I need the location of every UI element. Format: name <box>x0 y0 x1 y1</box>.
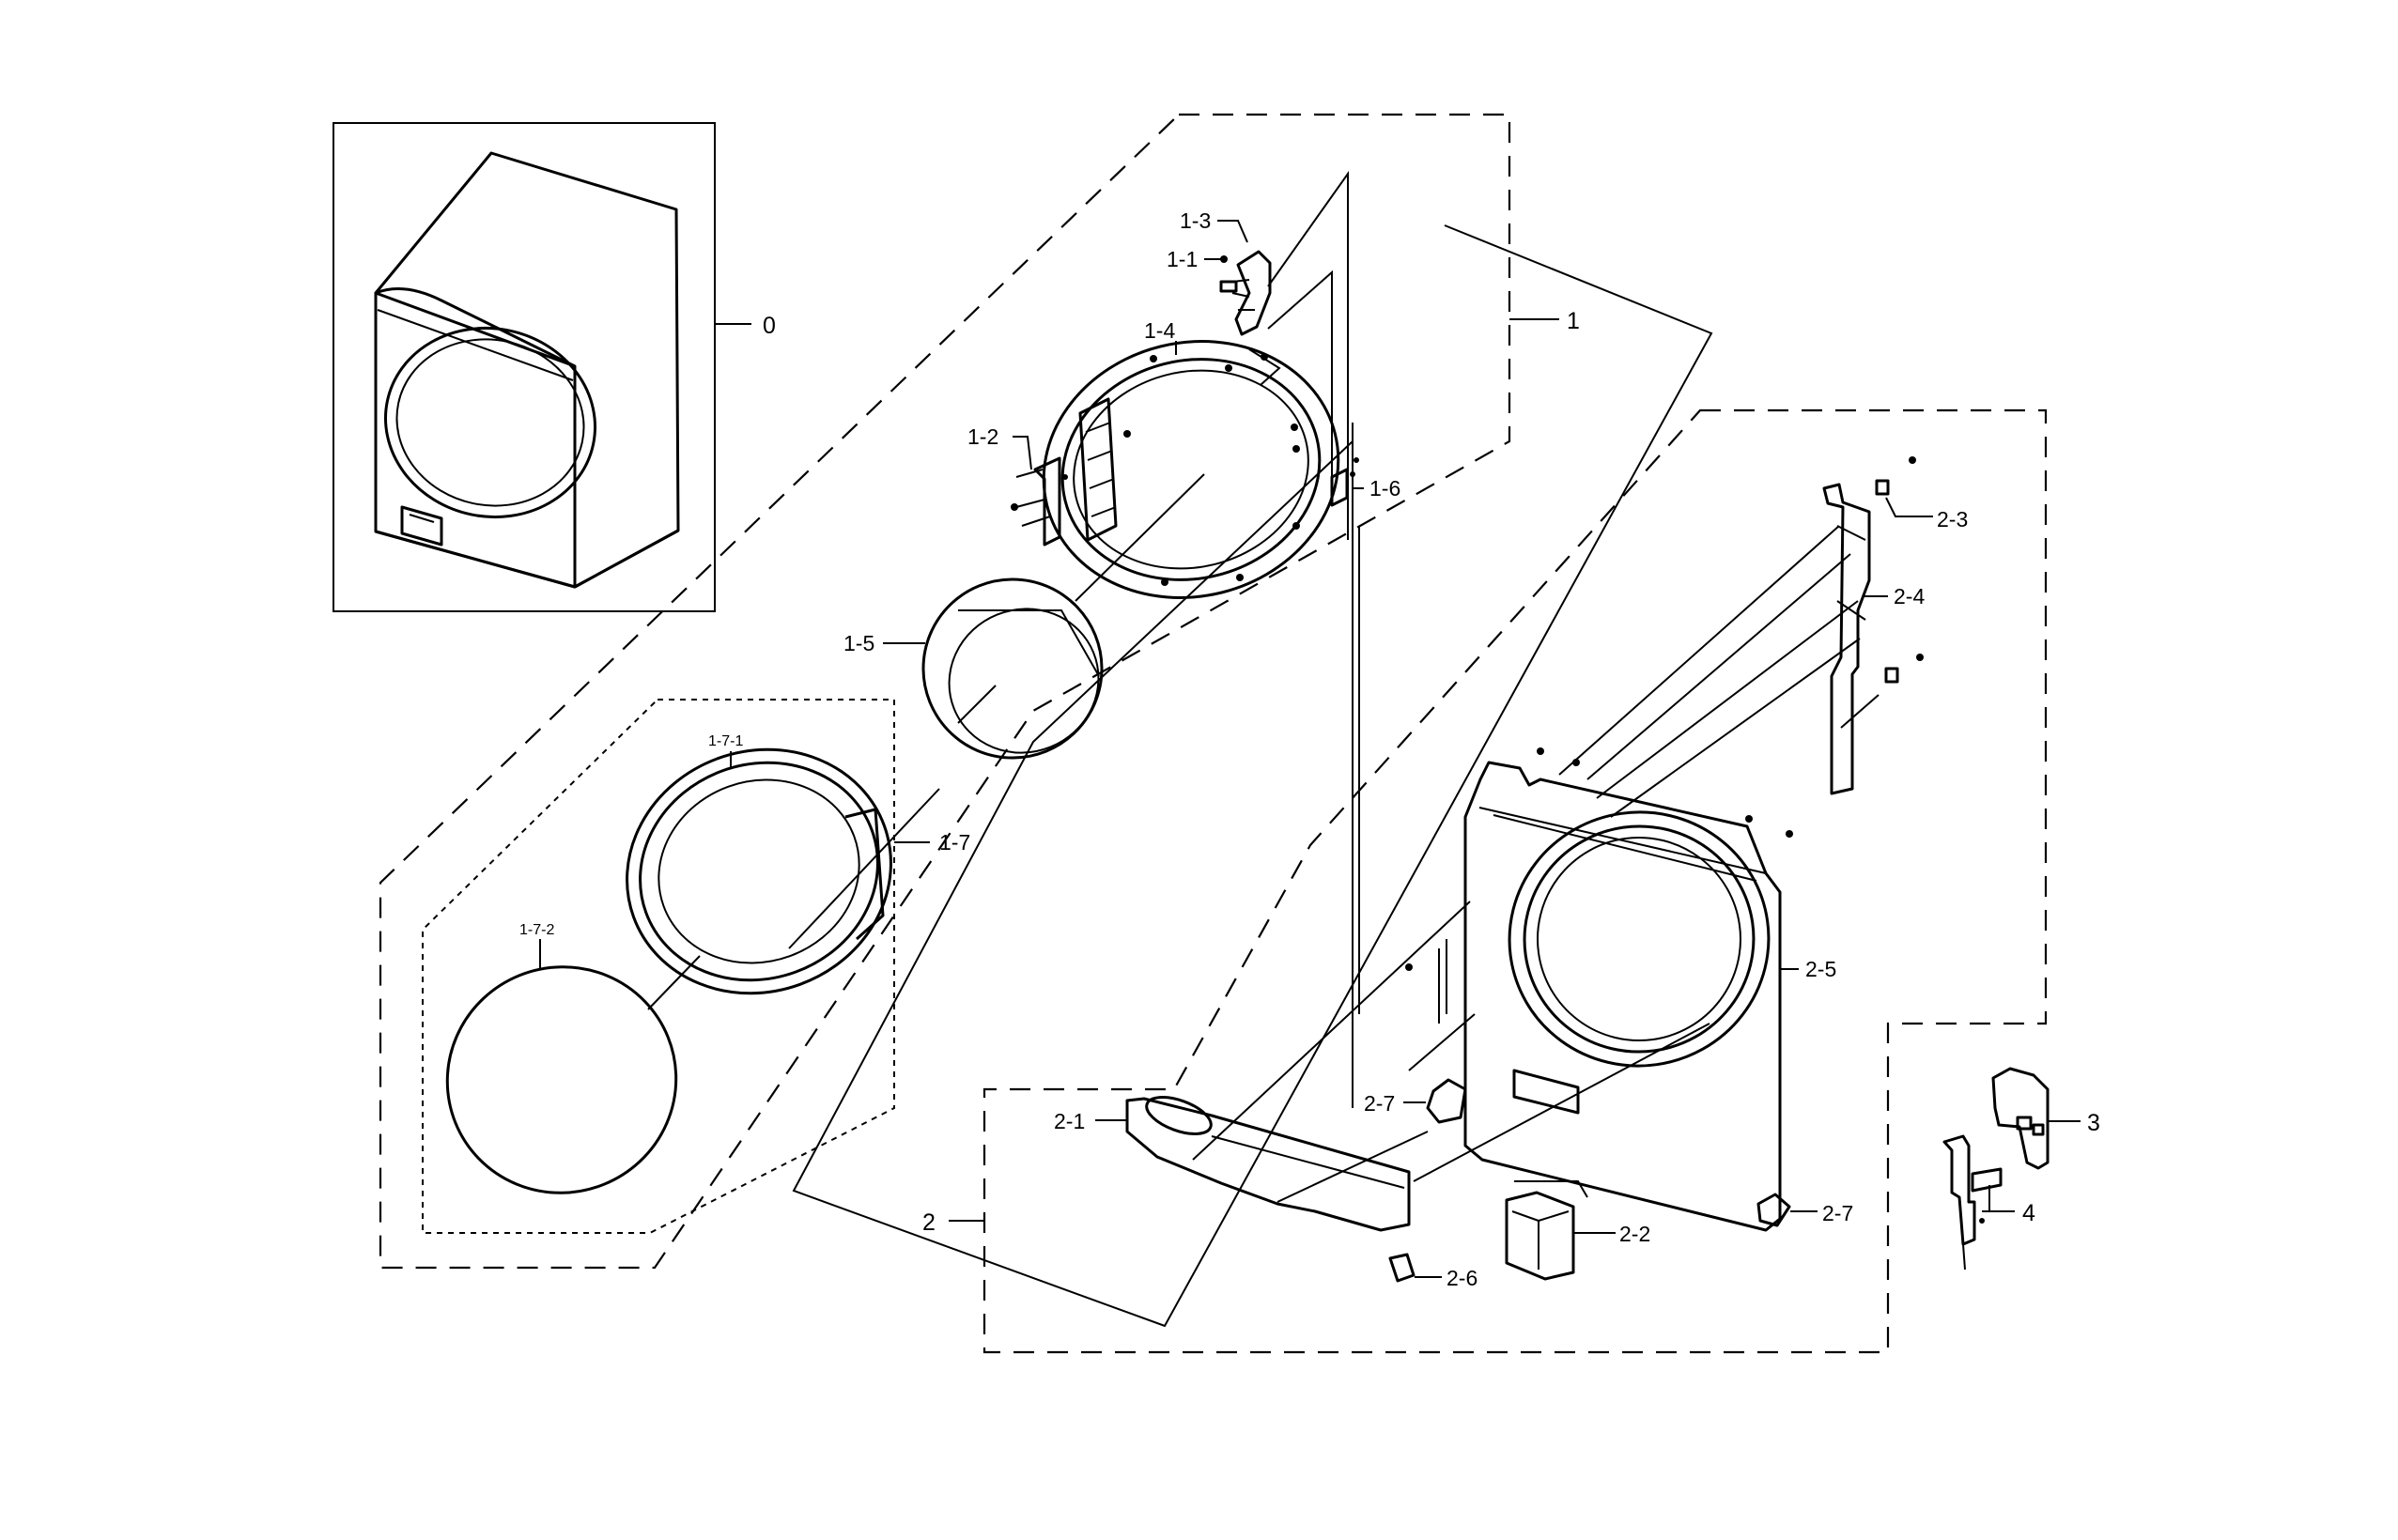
assembly-1-door: 1 1-3 1-1 <box>379 113 1580 1270</box>
label-2-4: 2-4 <box>1894 584 1925 608</box>
door-assembly-outline <box>792 224 1713 1328</box>
group-1-dashed-frame <box>379 113 1511 1270</box>
part-2-2-drawer-housing <box>1505 1180 1588 1281</box>
part-1-7-1-outer-door <box>626 747 892 995</box>
label-4: 4 <box>2022 1200 2035 1226</box>
group-2-dashed-frame <box>982 408 2048 1354</box>
label-1: 1 <box>1567 308 1580 334</box>
label-1-5: 1-5 <box>843 631 874 655</box>
part-2-1-control-panel <box>1125 1096 1411 1232</box>
part-2-4-support-frame <box>1822 456 1924 795</box>
label-1-1: 1-1 <box>1167 247 1198 271</box>
part-1-7-2-door-cover <box>445 965 678 1194</box>
group-0-frame <box>333 122 716 612</box>
label-2-1: 2-1 <box>1054 1109 1085 1133</box>
label-1-3: 1-3 <box>1180 208 1211 233</box>
assembly-0-dryer: 0 <box>333 122 776 612</box>
label-2-2: 2-2 <box>1619 1222 1650 1246</box>
label-2-7-upper: 2-7 <box>1364 1091 1395 1116</box>
label-1-6: 1-6 <box>1369 476 1400 500</box>
label-0: 0 <box>763 313 776 339</box>
part-1-5-door-glass <box>921 578 1104 760</box>
label-1-7-2: 1-7-2 <box>519 922 554 938</box>
part-4-wire-harness: 4 <box>1942 1134 2035 1270</box>
part-1-2-hinge-bracket <box>1011 456 1068 547</box>
group-1-7-dotted-frame <box>422 699 895 1234</box>
part-1-4-door-frame <box>1042 340 1340 599</box>
part-3-switch: 3 <box>1991 1067 2100 1170</box>
label-2-7-lower: 2-7 <box>1822 1201 1853 1225</box>
label-2: 2 <box>922 1209 936 1236</box>
assembly-2-front-panel: 2 2-3 2-4 <box>922 408 2048 1354</box>
part-2-7-hinge-upper <box>1426 1078 1467 1124</box>
label-1-2: 1-2 <box>967 424 998 449</box>
label-2-3: 2-3 <box>1937 507 1968 531</box>
label-1-7-1: 1-7-1 <box>708 733 743 749</box>
label-3: 3 <box>2087 1110 2100 1136</box>
part-2-6-clip <box>1388 1253 1416 1283</box>
part-2-7-hinge-lower <box>1756 1193 1791 1227</box>
label-1-7: 1-7 <box>939 830 970 855</box>
part-1-3-hinge <box>1219 170 1349 540</box>
label-2-6: 2-6 <box>1447 1266 1477 1290</box>
label-1-4: 1-4 <box>1144 318 1175 343</box>
label-2-5: 2-5 <box>1805 957 1836 981</box>
part-2-5-front-panel <box>1405 747 1793 1232</box>
